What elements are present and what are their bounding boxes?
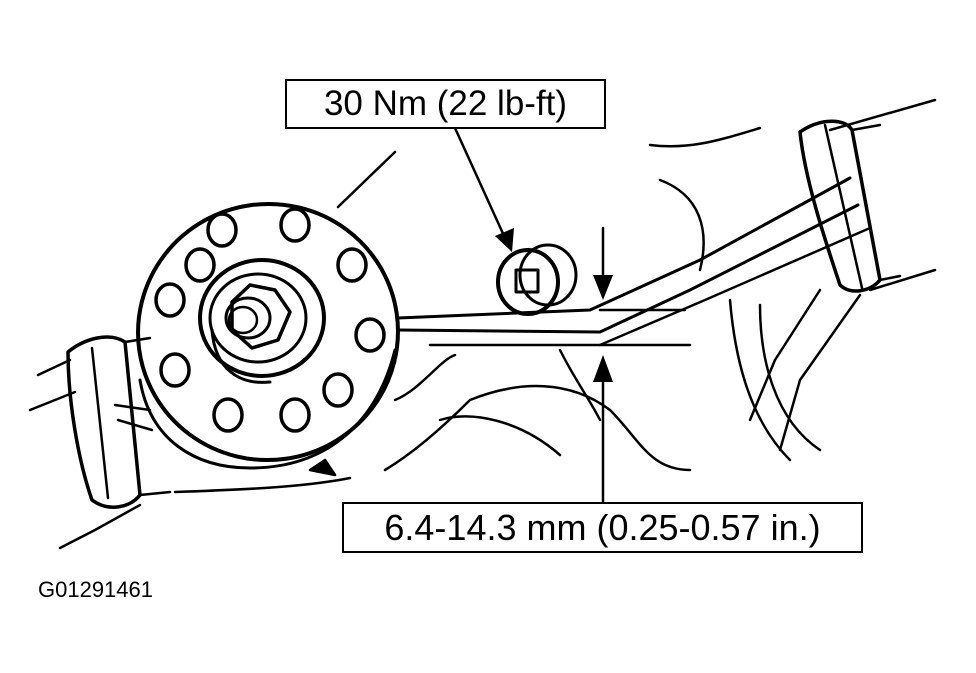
figure-id: G01291461: [38, 577, 153, 602]
flange-bolt-holes: [154, 207, 386, 433]
right-shaft-boot: [798, 98, 937, 293]
flange: [136, 150, 400, 470]
crossmember: [173, 126, 872, 494]
square-drive-plug-icon: [496, 243, 578, 316]
gap-dimension-arrows: [593, 226, 613, 504]
hex-nut-icon: [224, 283, 292, 350]
torque-spec-label: 30 Nm (22 lb-ft): [285, 79, 606, 129]
left-shaft-boot: [28, 335, 172, 550]
flange-leader-line: [336, 150, 397, 209]
torque-leader-arrow: [453, 126, 514, 252]
gap-spec-label: 6.4-14.3 mm (0.25-0.57 in.): [342, 502, 863, 553]
